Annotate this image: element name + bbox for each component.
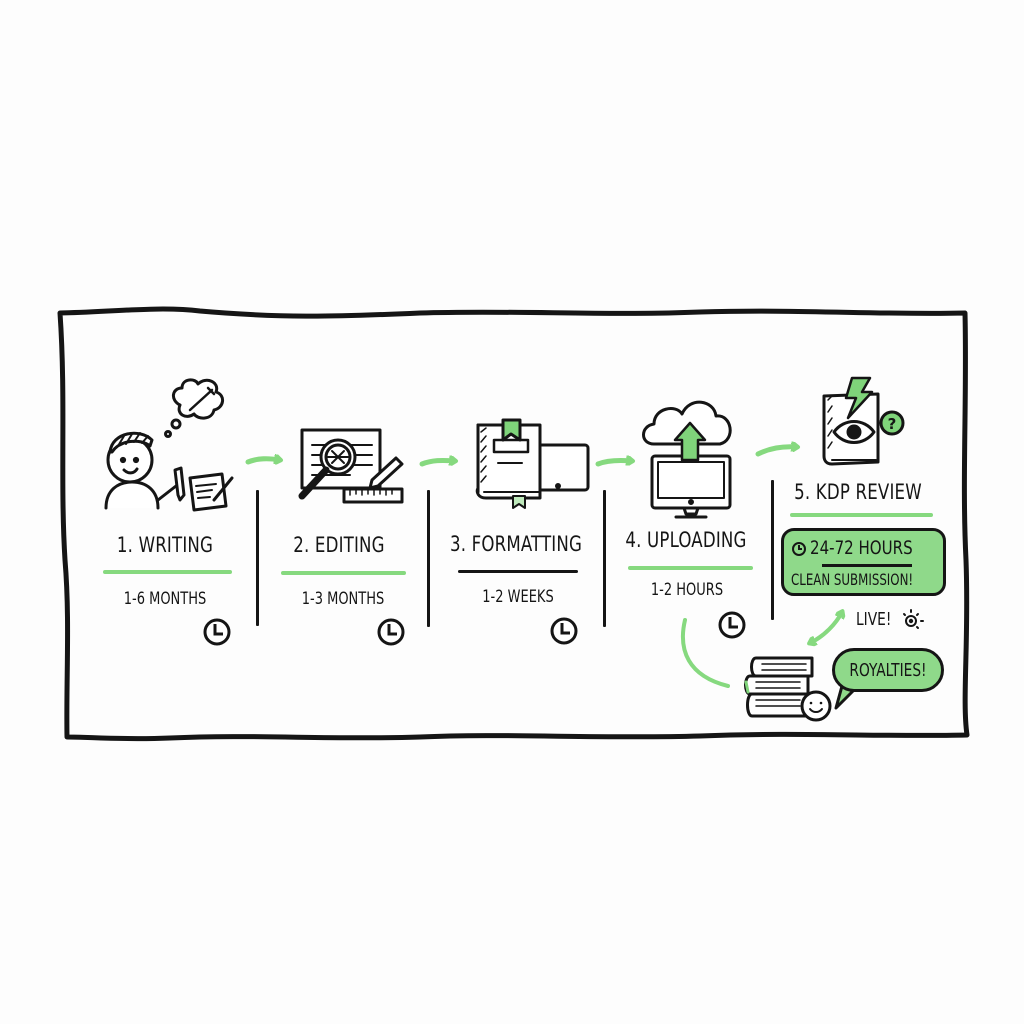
- live-label: LIVE!: [856, 609, 892, 630]
- flow-arrow-1-2: [245, 459, 280, 462]
- step-title: 1. WRITING: [116, 533, 214, 557]
- clock-icon: [377, 618, 405, 646]
- step-divider: [603, 490, 606, 627]
- step-title: 4. UPLOADING: [625, 528, 747, 552]
- step-duration: 1-3 MONTHS: [301, 589, 385, 609]
- step-title: 2. EDITING: [293, 533, 385, 557]
- step-underline: [103, 570, 232, 574]
- sun-icon: [903, 609, 924, 629]
- royalties-label: ROYALTIES!: [849, 660, 927, 681]
- flow-arrow-2-3: [419, 460, 455, 467]
- thought-bubble-icon: [164, 378, 224, 438]
- flow-arrow-4-5: [755, 447, 797, 457]
- flow-arrow-3-4: [595, 460, 632, 467]
- writer-with-notebook-icon: [104, 378, 234, 512]
- flow-arc-to-books: [680, 618, 730, 688]
- review-duration: 24-72 HOURS: [810, 537, 913, 559]
- review-note: CLEAN SUBMISSION!: [791, 570, 914, 589]
- step-duration: 1-2 WEEKS: [482, 587, 554, 607]
- question-badge-icon: [879, 410, 905, 436]
- review-time-badge: 24-72 HOURS CLEAN SUBMISSION!: [781, 528, 946, 596]
- step-divider: [256, 490, 259, 626]
- step-duration: 1-6 MONTHS: [123, 589, 207, 609]
- lightning-icon: [844, 376, 874, 420]
- smiley-coin-icon: [800, 690, 832, 722]
- step-underline: [628, 566, 753, 570]
- step-underline: [790, 513, 933, 517]
- magnifier-document-icon: [298, 428, 404, 504]
- step-duration: 1-2 HOURS: [650, 580, 724, 600]
- step-title: 5. KDP REVIEW: [794, 480, 922, 504]
- clock-icon: [203, 618, 231, 646]
- step-title: 3. FORMATTING: [449, 532, 583, 556]
- clock-icon: [550, 617, 578, 645]
- book-and-tablet-icon: [475, 418, 590, 509]
- royalties-bubble: ROYALTIES!: [832, 648, 944, 692]
- frame-border: [57, 306, 970, 742]
- book-stack-icon: [744, 656, 832, 722]
- cloud-upload-monitor-icon: [642, 400, 732, 519]
- step-divider: [427, 490, 430, 627]
- step-underline: [458, 570, 578, 573]
- step-divider: [771, 480, 774, 620]
- step-underline: [281, 571, 406, 575]
- badge-divider: [822, 564, 912, 567]
- live-double-arrow-back: [810, 610, 844, 643]
- clock-icon: [718, 611, 746, 639]
- book-review-eye-icon: ?: [822, 376, 905, 466]
- svg-text:?: ?: [888, 415, 897, 433]
- clock-icon: [792, 542, 806, 556]
